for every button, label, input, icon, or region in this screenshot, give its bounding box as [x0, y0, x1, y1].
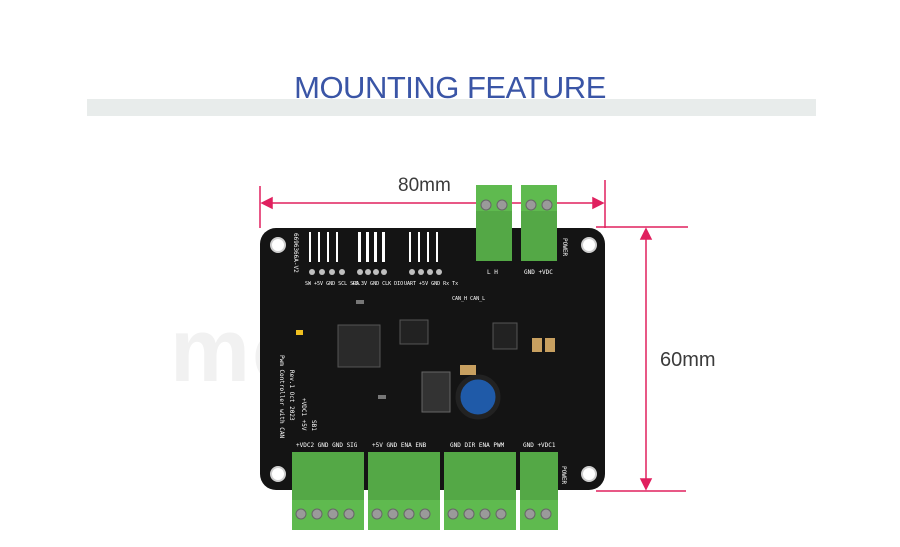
mounting-hole — [270, 466, 286, 482]
terminal-block-bottom-2 — [368, 452, 440, 530]
silk-revision: Rev.1 Oct 2023 — [288, 370, 295, 421]
silk-top-header: SW +5V GND SCL SDA — [305, 281, 359, 287]
mounting-hole — [270, 237, 286, 253]
height-dimension-label: 60mm — [660, 349, 716, 371]
silk-part-number: 6696366A-V2 — [292, 233, 299, 273]
driver-chip — [492, 322, 518, 350]
terminal-block-bottom-1 — [292, 452, 364, 530]
title-underline-bar — [87, 99, 816, 116]
silk-board-name: Pwm Controller with CAN — [278, 355, 285, 438]
regulator-chip — [421, 371, 451, 413]
pin-pads — [309, 269, 442, 275]
resistor — [378, 395, 386, 399]
silk-sb1: SB1 — [310, 420, 317, 431]
silk-bottom-label-3: GND DIR ENA PWM — [450, 442, 505, 449]
inductor — [455, 374, 501, 420]
resistor — [356, 300, 364, 304]
silk-gnd-vdc: GND +VDC — [524, 269, 553, 276]
silk-power-bottom: POWER — [560, 466, 567, 484]
capacitor — [532, 338, 542, 352]
microcontroller-chip — [337, 324, 381, 368]
width-dimension-label: 80mm — [398, 175, 451, 196]
mounting-hole — [581, 466, 597, 482]
terminal-block-bottom-3 — [444, 452, 516, 530]
led — [296, 330, 303, 335]
silk-bottom-label-1: +VDC2 GND GND SIG — [296, 442, 358, 449]
silk-can: CAN_H CAN_L — [452, 296, 485, 302]
silk-power-top: POWER — [561, 238, 568, 256]
page-title: MOUNTING FEATURE — [294, 70, 606, 105]
capacitor — [545, 338, 555, 352]
silk-bottom-label-4: GND +VDC1 — [523, 442, 556, 449]
silk-bottom-label-2: +5V GND ENA ENB — [372, 442, 427, 449]
silk-can-lh: L H — [487, 269, 498, 276]
terminal-block-bottom-4 — [520, 452, 558, 530]
pcb-board — [260, 228, 605, 490]
can-transceiver-chip — [399, 319, 429, 345]
silk-pins-3v3: +3.3V GND CLK DIO — [352, 281, 403, 287]
capacitor — [460, 365, 476, 375]
height-dimension — [596, 226, 688, 492]
pin-header-top — [309, 232, 438, 262]
terminal-block-can — [476, 185, 512, 261]
silk-vdc1: +VDC1 +5V — [300, 398, 307, 431]
terminal-block-power-top — [521, 185, 557, 261]
mounting-hole — [581, 237, 597, 253]
silk-uart: UART +5V GND Rx Tx — [404, 281, 458, 287]
